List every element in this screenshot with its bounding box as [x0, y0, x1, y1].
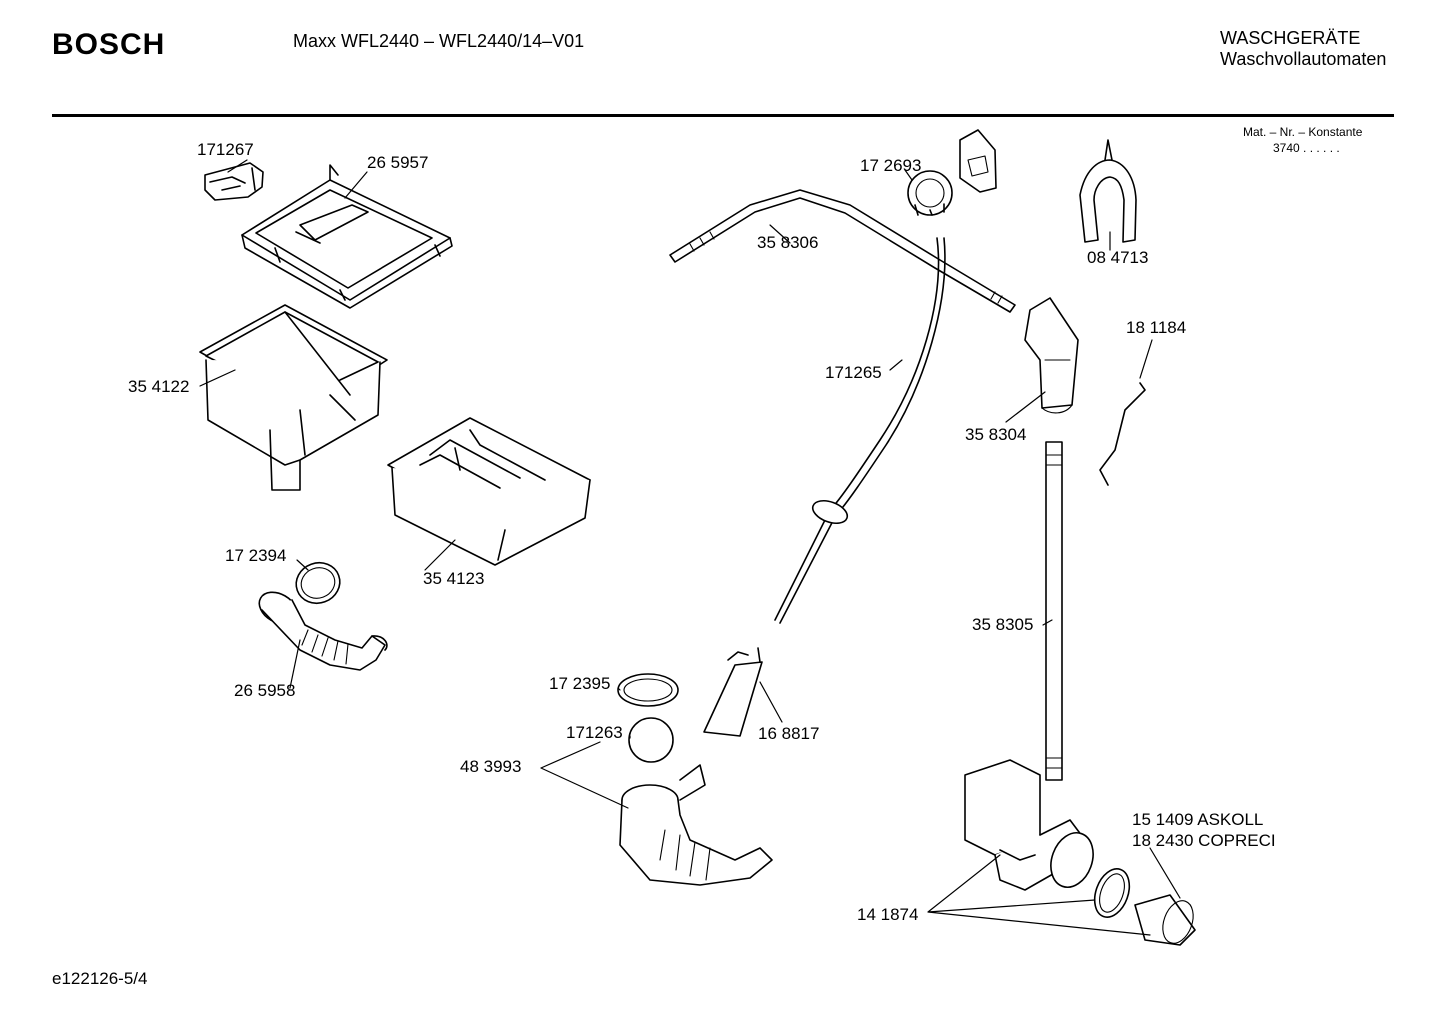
model-title: Maxx WFL2440 – WFL2440/14–V01: [293, 31, 585, 51]
part-label-141874: 14 1874: [857, 905, 919, 924]
part-label-358305: 35 8305: [972, 615, 1034, 634]
part-drawing-pump: [964, 759, 1196, 946]
category-title: WASCHGERÄTE: [1220, 28, 1361, 48]
part-drawing-358306: [669, 189, 1016, 313]
part-label-182430: 18 2430 COPRECI: [1132, 831, 1276, 850]
part-drawing-358305: [1045, 441, 1063, 781]
part-label-171263: 171263: [566, 723, 623, 742]
document-id: e122126-5/4: [52, 969, 148, 988]
part-drawing-084713: [1079, 139, 1137, 243]
part-drawing-168817: [703, 647, 763, 737]
category-subtitle: Waschvollautomaten: [1220, 49, 1387, 69]
material-value: 3740 . . . . . .: [1273, 141, 1340, 155]
part-drawing-358304: [1024, 297, 1079, 414]
part-drawing-265958: [258, 591, 388, 671]
part-drawing-181184: [1099, 382, 1146, 486]
part-label-168817: 16 8817: [758, 724, 820, 743]
part-drawing-171265: [774, 237, 946, 624]
part-label-171265: 171265: [825, 363, 882, 382]
brand-logo: BOSCH: [52, 28, 166, 61]
part-label-358304: 35 8304: [965, 425, 1027, 444]
part-drawing-172395: [617, 673, 679, 707]
part-label-181184: 18 1184: [1126, 318, 1187, 337]
part-label-265958: 26 5958: [234, 681, 296, 700]
part-label-084713: 08 4713: [1087, 248, 1149, 267]
part-drawing-354122: [199, 304, 388, 491]
part-drawing-265957: [241, 164, 453, 309]
header-divider: [52, 114, 1394, 117]
part-label-358306: 35 8306: [757, 233, 819, 252]
part-drawing-171267: [204, 162, 264, 201]
material-label: Mat. – Nr. – Konstante: [1243, 125, 1363, 139]
part-drawing-354123: [387, 417, 591, 566]
part-label-483993: 48 3993: [460, 757, 522, 776]
part-label-354122: 35 4122: [128, 377, 190, 396]
part-label-172395: 17 2395: [549, 674, 611, 693]
part-drawing-172394: [295, 561, 341, 605]
part-label-354123: 35 4123: [423, 569, 485, 588]
part-drawing-171263: [628, 717, 674, 763]
part-label-171267: 171267: [197, 140, 254, 159]
leader-lines: [199, 159, 1181, 936]
part-drawing-483993: [619, 764, 773, 886]
part-label-172394: 17 2394: [225, 546, 287, 565]
part-label-172693: 17 2693: [860, 156, 922, 175]
part-drawing-172693: [907, 170, 953, 216]
part-label-151409: 15 1409 ASKOLL: [1132, 810, 1264, 829]
part-label-265957: 26 5957: [367, 153, 429, 172]
